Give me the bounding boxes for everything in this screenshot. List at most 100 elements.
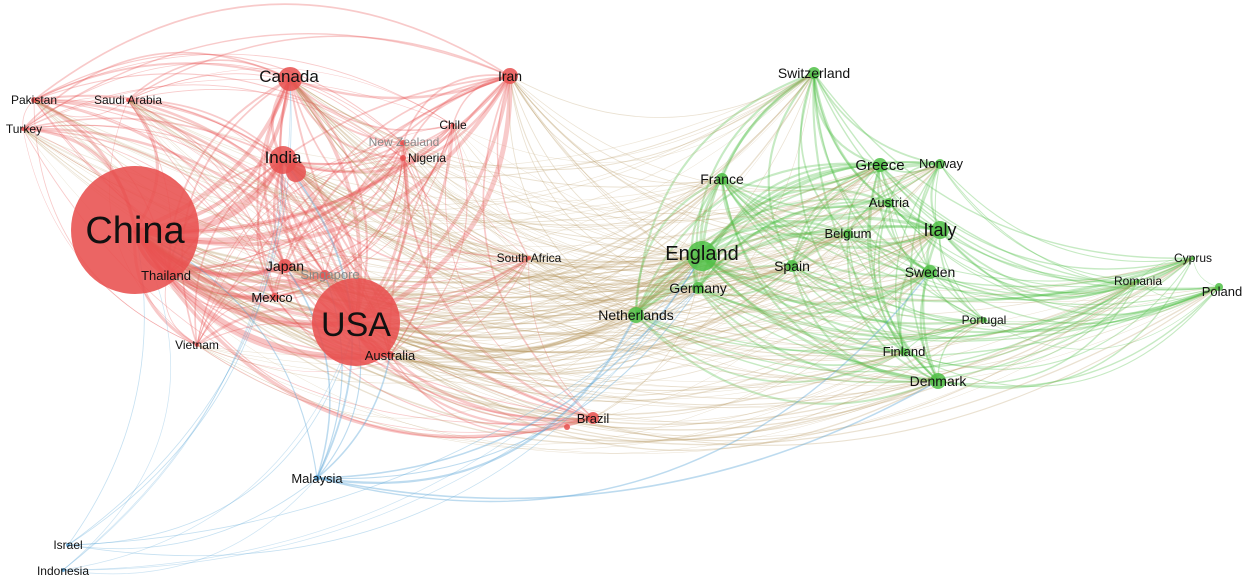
edge-sweden-portugal [929,271,985,321]
edge-india-finland [282,159,905,361]
edge-thailand-brazil [167,274,594,439]
edge-norway-denmark [909,163,941,382]
node-indonesia[interactable] [61,568,65,572]
node-belgium[interactable] [843,229,853,239]
edge-singapore-belgium [324,233,849,316]
edge-china-iran [134,74,512,247]
edge-canada-netherlands [289,78,637,316]
edge-chile-england [452,124,703,257]
edge-france-cyprus [721,178,1194,288]
edge-italy-finland [897,229,941,353]
label-sweden: Sweden [905,264,956,280]
edge-australia-sweden [389,271,931,398]
node-saudiarabia[interactable] [126,98,130,102]
edge-saudiarabia-southafrica [127,99,530,259]
node-italy[interactable] [931,221,949,239]
node-israel[interactable] [66,543,70,547]
edge-singapore-denmark [324,274,939,424]
edge-saudiarabia-poland [127,99,1220,332]
edge-italy-romania [939,229,1139,298]
node-finland[interactable] [900,348,908,356]
edge-norway-belgium [847,163,941,235]
node-china[interactable] [71,166,199,294]
node-england[interactable] [687,241,717,271]
node-austria[interactable] [884,198,894,208]
edge-pakistan-italy [33,99,941,263]
node-turkey[interactable] [21,127,25,131]
node-australia[interactable] [386,351,394,359]
edge-norway-germany [697,161,941,289]
edge-pakistan-brazil [33,99,594,419]
node-sweden[interactable] [923,265,937,279]
node-denmark[interactable] [930,373,946,389]
node-greece[interactable] [873,158,887,172]
edge-newzealand-belgium [402,142,849,266]
edge-saudiarabia-england [127,99,703,265]
edge-iran-belgium [509,75,849,235]
edge-india-sweden [282,159,931,297]
edge-iran-chile [452,75,511,126]
node-japan[interactable] [278,259,292,273]
edge-chile-cyprus [452,124,1194,291]
node-brazil[interactable] [587,412,599,424]
edge-italy-poland [939,229,1220,316]
edge-singapore-romania [324,274,1139,409]
node-switzerland[interactable] [808,67,820,79]
node-romania[interactable] [1136,279,1140,283]
node-netherlands[interactable] [628,307,644,323]
node-spain[interactable] [786,260,798,272]
edge-canada-iran [289,74,511,100]
node-southafrica[interactable] [527,256,531,260]
edge-australia-greece [389,164,881,374]
node-brazil2 [564,424,570,430]
node-poland[interactable] [1215,283,1223,291]
edge-newzealand-turkey [22,63,404,144]
edge-canada-vietnam [181,78,291,346]
edge-saudiarabia-turkey [22,97,129,130]
edge-chile-brazil [445,124,594,419]
edge-switzerland-norway [813,72,941,165]
edge-greece-cyprus [879,164,1194,270]
edge-france-netherlands [634,178,723,316]
edge-malaysia-sweden [316,271,931,503]
edge-italy-denmark [921,229,942,382]
node-france[interactable] [716,173,728,185]
edge-newzealand-italy [402,142,941,276]
edge-pakistan-switzerland [33,72,815,207]
node-mexico[interactable] [271,293,279,301]
label-saudiarabia: Saudi Arabia [94,93,162,107]
edge-malaysia-germany [316,287,699,480]
edge-mexico-singapore [274,274,326,299]
edge-indonesia-germany [62,287,699,571]
edge-greece-finland [867,164,905,353]
node-nigeria[interactable] [400,155,406,161]
node-singapore[interactable] [320,270,330,280]
edge-norway-finland [895,163,941,353]
edge-austria-sweden [888,202,931,273]
node-norway[interactable] [935,159,945,169]
node-germany[interactable] [692,282,704,294]
edge-greece-denmark [868,164,939,382]
label-japan: Japan [266,258,304,274]
edge-pakistan-norway [33,99,941,226]
node-cyprus[interactable] [1191,256,1195,260]
node-portugal[interactable] [981,317,987,323]
edge-iran-pakistan [33,3,511,101]
edge-vietnam-england [196,255,703,384]
node-usa[interactable] [312,278,400,366]
edge-china-england [134,229,703,333]
node-canada[interactable] [278,67,302,91]
node-iran[interactable] [502,68,518,84]
edge-germany-denmark [697,287,939,383]
node-malaysia[interactable] [314,475,320,481]
node-chile[interactable] [451,123,455,127]
edge-spain-poland [791,265,1220,326]
node-pakistan[interactable] [31,97,37,103]
node-newzealand[interactable] [400,140,406,146]
edge-japan-vietnam [196,265,286,346]
edge-italy-germany [697,205,941,289]
node-vietnam[interactable] [195,343,199,347]
edge-italy-spain [791,225,941,267]
edge-cyprus-romania [1137,257,1194,282]
edge-saudiarabia-belgium [127,99,849,268]
